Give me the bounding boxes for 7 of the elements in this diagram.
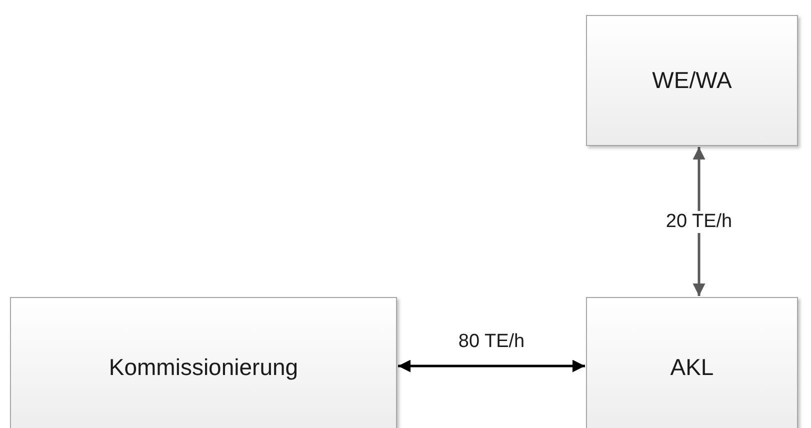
- box-label: WE/WA: [652, 67, 732, 94]
- double-arrow: [398, 360, 585, 372]
- process-box: [586, 15, 798, 146]
- process-box: [586, 297, 798, 428]
- process-box: [10, 297, 397, 428]
- box-label: AKL: [670, 354, 714, 380]
- box-label: Kommissionierung: [108, 354, 298, 380]
